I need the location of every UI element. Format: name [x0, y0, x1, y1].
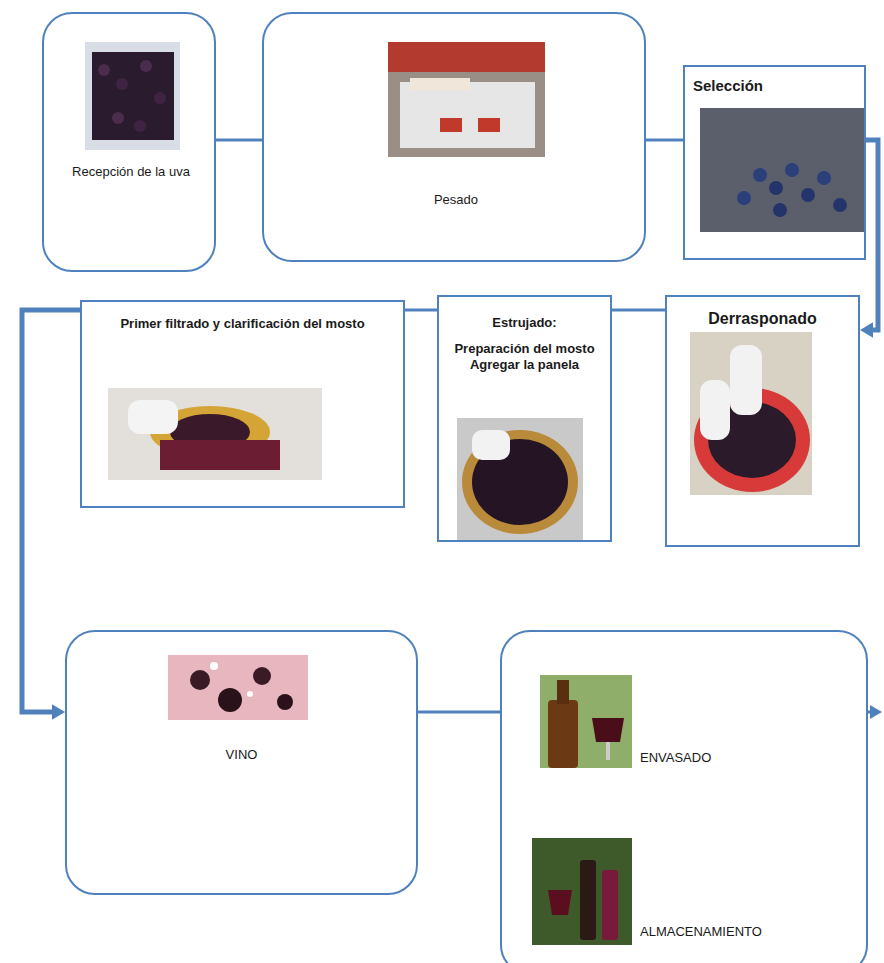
step-label: ALMACENAMIENTO [640, 924, 860, 940]
flow-connector [418, 712, 500, 713]
rounded-process-box: VINO [65, 630, 418, 895]
photo-detail [700, 380, 730, 440]
rounded-process-box: ENVASADO ALMACENAMIENTO [500, 630, 868, 963]
photo-detail [580, 860, 596, 940]
photo-detail [690, 332, 812, 495]
flow-connector [612, 310, 665, 311]
photo-detail [400, 82, 535, 148]
process-box: Primer filtrado y clarificación del most… [80, 300, 405, 508]
step-label: Pesado [264, 192, 648, 208]
connector-line [22, 310, 80, 712]
photo-detail [154, 92, 166, 104]
photo-detail [410, 78, 470, 90]
photo-detail [116, 78, 128, 90]
photo-detail [730, 345, 762, 415]
wine-photo [168, 655, 308, 720]
rounded-process-box: Pesado [262, 12, 646, 262]
photo-detail [606, 742, 610, 760]
step-title: Preparación del mosto Agregar la panela [447, 341, 602, 374]
photo-detail [253, 667, 271, 685]
process-box: Estrujado: Preparación del mosto Agregar … [437, 295, 612, 542]
photo-detail [218, 688, 242, 712]
photo-detail [592, 718, 624, 742]
process-box: Selección [683, 65, 866, 260]
photo-detail [108, 388, 322, 480]
photo-detail [817, 171, 831, 185]
photo-detail [457, 418, 583, 540]
photo-detail [472, 430, 510, 460]
filtering-photo [108, 388, 322, 480]
connector-line [866, 140, 878, 330]
photo-detail [753, 168, 767, 182]
connector-line [612, 309, 665, 312]
connector-line [418, 711, 500, 714]
rounded-process-box: Recepción de la uva [42, 12, 216, 272]
process-box: Derrasponado [665, 295, 860, 547]
flow-connector [646, 140, 683, 141]
photo-detail [440, 118, 462, 132]
exit-arrow [868, 705, 882, 719]
flow-connector [860, 140, 878, 338]
step-title: Primer filtrado y clarificación del most… [102, 316, 383, 332]
flow-connector [22, 310, 80, 720]
crushing-photo [457, 418, 583, 540]
photo-detail [160, 440, 280, 470]
arrow-head [860, 322, 873, 338]
photo-detail [388, 42, 545, 157]
photo-detail [548, 890, 572, 915]
step-label: ENVASADO [640, 750, 840, 766]
connector-line [216, 139, 262, 142]
flow-connector [216, 140, 262, 141]
photo-detail [85, 42, 180, 150]
photo-detail [773, 203, 787, 217]
step-label: VINO [67, 747, 416, 763]
photo-detail [128, 400, 178, 434]
photo-detail [210, 662, 218, 670]
photo-detail [700, 108, 866, 232]
photo-detail [540, 675, 632, 768]
photo-detail [190, 670, 210, 690]
photo-detail [140, 60, 152, 72]
photo-detail [557, 680, 569, 704]
photo-detail [92, 52, 174, 140]
photo-detail [833, 198, 847, 212]
bottling-photo [540, 675, 632, 768]
connector-line [646, 139, 683, 142]
photo-detail [769, 181, 783, 195]
flow-connector [405, 310, 437, 311]
photo-detail [112, 112, 124, 124]
photo-detail [277, 694, 293, 710]
photo-detail [602, 870, 618, 940]
step-title: Derrasponado [667, 309, 858, 329]
connector-line [405, 309, 437, 312]
photo-detail [98, 64, 110, 76]
selection-photo [700, 108, 866, 232]
photo-detail [134, 120, 146, 132]
photo-detail [785, 163, 799, 177]
step-label: Recepción de la uva [44, 164, 218, 180]
storage-photo [532, 838, 632, 945]
photo-detail [462, 430, 578, 534]
step-title: Estrujado: [439, 315, 610, 331]
photo-detail [388, 42, 545, 72]
scale-photo [388, 42, 545, 157]
photo-detail [168, 655, 308, 720]
photo-detail [548, 700, 578, 768]
photo-detail [801, 188, 815, 202]
grape-reception-photo [85, 42, 180, 150]
photo-detail [478, 118, 500, 132]
photo-detail [532, 838, 632, 945]
photo-detail [870, 705, 882, 719]
destemming-photo [690, 332, 812, 495]
step-title: Selección [693, 77, 861, 96]
photo-detail [247, 691, 253, 697]
arrow-head [52, 704, 65, 720]
photo-detail [737, 191, 751, 205]
